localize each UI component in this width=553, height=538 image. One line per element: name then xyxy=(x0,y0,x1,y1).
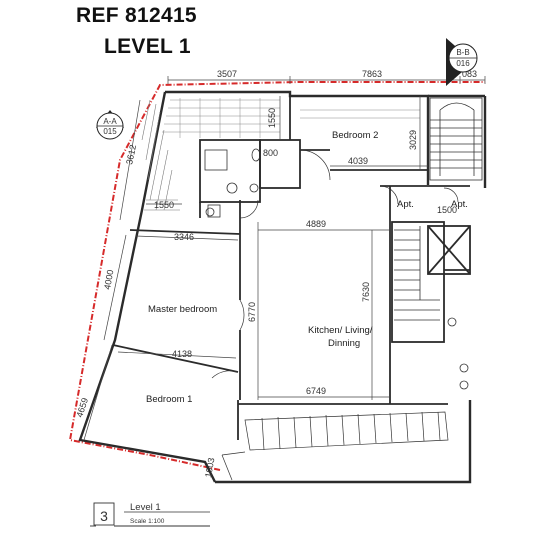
dim-6770: 6770 xyxy=(247,302,257,322)
dim-4000: 4000 xyxy=(102,269,115,290)
dim-083: 083 xyxy=(462,69,477,79)
dim-4138: 4138 xyxy=(172,349,192,359)
level-heading: LEVEL 1 xyxy=(104,35,191,58)
dim-3612: 3612 xyxy=(124,144,138,166)
room-master-bedroom: Master bedroom xyxy=(148,304,217,315)
room-kitchen-line1: Kitchen/ Living/ xyxy=(308,325,373,336)
dim-3346: 3346 xyxy=(174,232,194,242)
dim-3029: 3029 xyxy=(408,130,418,150)
section-bb-label: B-B xyxy=(456,48,469,57)
dim-7630: 7630 xyxy=(361,282,371,302)
dim-1550-horizontal: 1550 xyxy=(154,200,174,210)
dim-3507: 3507 xyxy=(217,69,237,79)
legend-number: 3 xyxy=(100,508,108,524)
door-swings xyxy=(211,149,459,379)
apt-label-left: Apt. xyxy=(397,199,414,210)
dim-4039: 4039 xyxy=(348,156,368,166)
apt-label-right: Apt. xyxy=(451,199,468,210)
dim-1550-vertical: 1550 xyxy=(267,108,277,128)
dim-1500: 1500 xyxy=(437,205,457,215)
terrace-railing xyxy=(221,411,449,481)
dimension-lines xyxy=(83,76,486,441)
room-bedroom-1: Bedroom 1 xyxy=(146,394,192,405)
section-bb-sheet: 016 xyxy=(456,59,470,68)
dim-800: 800 xyxy=(263,148,278,158)
room-bedroom-2: Bedroom 2 xyxy=(332,130,378,141)
section-marker-bb: B-B 016 xyxy=(446,38,478,86)
wardrobe-hatch xyxy=(141,99,180,211)
dim-1003: 1003 xyxy=(203,457,216,478)
exterior-walls xyxy=(78,90,487,484)
staircase-lower xyxy=(394,226,440,321)
staircase-top xyxy=(429,97,483,181)
bathroom-fixtures xyxy=(204,148,469,390)
dim-7863: 7863 xyxy=(362,69,382,79)
dim-4889: 4889 xyxy=(306,219,326,229)
reference-number: REF 812415 xyxy=(76,4,197,27)
dim-6749: 6749 xyxy=(306,386,326,396)
interior-walls xyxy=(112,96,471,440)
section-marker-aa: A-A 015 xyxy=(96,110,124,140)
section-aa-sheet: 015 xyxy=(103,127,117,136)
site-boundary xyxy=(68,81,485,471)
legend-scale: Scale 1:100 xyxy=(130,518,165,525)
legend-level-name: Level 1 xyxy=(130,502,161,513)
drawing-legend: 3 Level 1 Scale 1:100 xyxy=(90,502,210,527)
section-aa-label: A-A xyxy=(103,117,117,126)
light-well-hatch xyxy=(162,98,420,138)
room-kitchen-line2: Dinning xyxy=(328,338,360,349)
